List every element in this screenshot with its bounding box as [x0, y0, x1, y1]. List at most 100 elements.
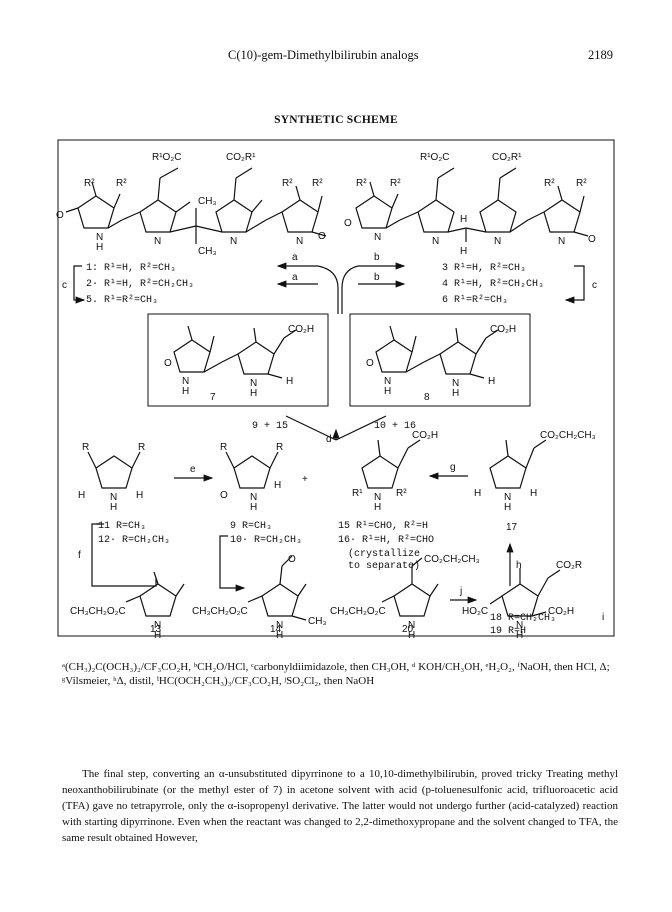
structure-pyrrole-14 [247, 555, 307, 621]
compound-list-item: 6 R¹=R²=CH₃ [442, 295, 508, 306]
svg-text:f: f [78, 550, 81, 561]
svg-text:H: H [136, 490, 143, 501]
svg-text:R: R [220, 442, 227, 453]
svg-text:j: j [459, 586, 462, 597]
svg-text:N: N [432, 236, 439, 247]
group-co2h: CO₂H [490, 324, 516, 335]
svg-text:b: b [374, 252, 380, 263]
body-paragraph: The final step, converting an α-unsubsti… [62, 768, 618, 844]
svg-text:15 R¹=CHO, R²=H: 15 R¹=CHO, R²=H [338, 521, 428, 532]
svg-text:N: N [374, 232, 381, 243]
svg-text:N: N [110, 492, 117, 503]
svg-text:CO₂H: CO₂H [412, 430, 438, 441]
list-18-19: 18 R=CH₂CH₃ 19 R=H [490, 613, 557, 637]
svg-text:N: N [504, 492, 511, 503]
group-r1o2c: R¹O₂C [152, 152, 181, 163]
scheme-title: SYNTHETIC SCHEME [274, 114, 398, 126]
r2-label: R² [84, 178, 95, 189]
svg-text:H: H [516, 630, 523, 638]
svg-text:g: g [450, 462, 456, 473]
svg-text:HO₂C: HO₂C [462, 606, 488, 617]
oxygen-label: O [56, 210, 64, 221]
compound-list-item: 3 R¹=H, R²=CH₃ [442, 263, 526, 274]
svg-text:R: R [138, 442, 145, 453]
group-co2h: CO₂H [288, 324, 314, 335]
svg-text:CH₃CH₂O₂C: CH₃CH₂O₂C [70, 606, 126, 617]
bracket-c-right [564, 265, 585, 304]
svg-text:b: b [374, 272, 380, 283]
svg-text:to separate): to separate) [348, 560, 420, 572]
compound-label-13: 13 [150, 624, 162, 635]
scheme-footnote: ᵃ(CH₃)₂C(OCH₃)₂/CF₃CO₂H, ᵇCH₂O/HCl, ᶜcar… [62, 661, 610, 687]
svg-text:e: e [190, 464, 196, 475]
svg-text:R¹: R¹ [352, 488, 363, 499]
synthetic-scheme: O O R² R² R² R² R¹O₂C CO₂R¹ CH₃ CH₃ N H … [56, 139, 615, 638]
svg-text:H: H [452, 388, 459, 399]
svg-text:H: H [504, 502, 511, 513]
svg-text:(crystallize: (crystallize [348, 548, 420, 560]
svg-text:R²: R² [390, 178, 401, 189]
bracket-i: i [602, 612, 605, 623]
svg-text:H: H [274, 480, 281, 491]
box-compound-7 [147, 313, 329, 407]
svg-text:H: H [460, 246, 467, 257]
r2-label: R² [282, 178, 293, 189]
structure-pyrrole-11 [87, 451, 141, 489]
svg-text:H: H [408, 630, 415, 638]
structure-pyrrole-20 [381, 557, 439, 617]
methyl-label: CH₃ [198, 196, 217, 207]
svg-text:H: H [374, 502, 381, 513]
compound-list-item: 5. R¹=R²=CH₃ [86, 295, 158, 306]
svg-text:CO₂H: CO₂H [548, 606, 574, 617]
svg-text:H: H [530, 488, 537, 499]
group-co2r1: CO₂R¹ [492, 152, 522, 163]
compound-list-item: 1: R¹=H, R²=CH₃ [86, 263, 176, 274]
svg-text:9 + 15: 9 + 15 [252, 421, 288, 432]
svg-text:N: N [384, 376, 391, 387]
svg-text:CO₂R: CO₂R [556, 560, 582, 571]
structure-pyrrole-aldehyde-15 [361, 439, 421, 489]
svg-text:H: H [182, 386, 189, 397]
svg-text:N: N [250, 492, 257, 503]
svg-text:c: c [592, 280, 597, 291]
svg-text:CH₃: CH₃ [308, 616, 327, 627]
svg-text:R²: R² [544, 178, 555, 189]
svg-text:H: H [78, 490, 85, 501]
svg-text:N: N [154, 620, 161, 631]
svg-text:H: H [276, 630, 283, 638]
svg-text:11 R=CH₃: 11 R=CH₃ [98, 521, 146, 532]
svg-text:a: a [292, 272, 298, 283]
structure-pyrrole-diacid-18 [489, 568, 561, 617]
svg-text:16· R¹=H, R²=CHO: 16· R¹=H, R²=CHO [338, 535, 434, 546]
svg-text:N: N [558, 236, 565, 247]
svg-text:CO₂CH₂CH₃: CO₂CH₂CH₃ [424, 554, 480, 565]
bracket-c-left [73, 265, 86, 304]
page-number: 2189 [588, 48, 613, 62]
svg-text:N: N [408, 620, 415, 631]
svg-text:N: N [452, 378, 459, 389]
structure-dipyrrinone-7 [173, 325, 297, 379]
svg-text:H: H [110, 502, 117, 513]
svg-text:H: H [250, 502, 257, 513]
svg-text:N: N [374, 492, 381, 503]
compound-label-17: 17 [506, 522, 518, 533]
svg-text:H: H [474, 488, 481, 499]
svg-text:H: H [286, 376, 293, 387]
svg-text:H: H [488, 376, 495, 387]
svg-text:H: H [154, 630, 161, 638]
svg-text:H: H [250, 388, 257, 399]
svg-text:R: R [82, 442, 89, 453]
svg-text:R²: R² [356, 178, 367, 189]
svg-text:O: O [588, 234, 596, 245]
structure-pyrrole-ester-17 [489, 439, 547, 489]
svg-text:O: O [344, 218, 352, 229]
svg-text:N: N [96, 232, 103, 243]
structure-pyrrolinone-9 [225, 451, 279, 489]
svg-text:N: N [230, 236, 237, 247]
box-compound-8 [349, 313, 531, 407]
structure-bilirubin-right [355, 167, 589, 242]
compound-label-14: 14 [270, 624, 282, 635]
compound-label-7: 7 [210, 392, 216, 403]
svg-text:d: d [326, 434, 332, 445]
group-r1o2c: R¹O₂C [420, 152, 449, 163]
